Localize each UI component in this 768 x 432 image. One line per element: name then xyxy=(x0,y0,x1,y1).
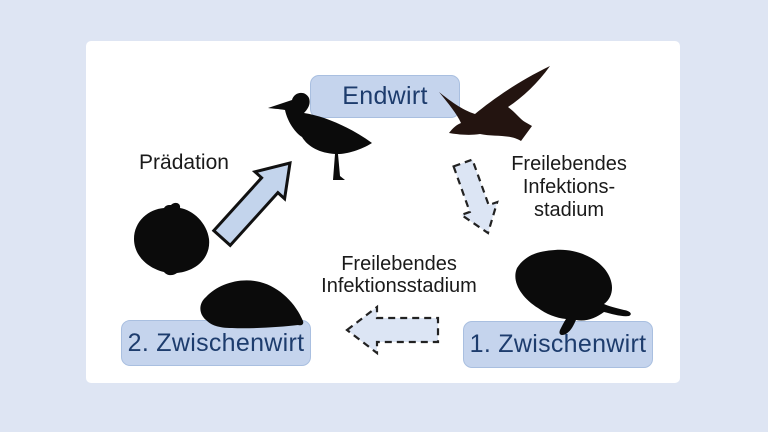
flying-gull-icon xyxy=(439,66,550,141)
mussel-icon xyxy=(200,280,304,329)
predation-label: Prädation xyxy=(130,152,238,174)
free-stage-right-line1: Freilebendes xyxy=(511,153,627,175)
node-endwirt-label: Endwirt xyxy=(342,82,428,110)
free-infection-stage-center-label: Freilebendes Infektionsstadium xyxy=(308,253,490,297)
snail-icon xyxy=(515,249,631,335)
infection-arrow-down xyxy=(452,158,499,235)
predation-label-text: Prädation xyxy=(139,151,229,174)
wading-bird-icon xyxy=(268,92,372,180)
node-endwirt: Endwirt xyxy=(310,75,460,118)
cockle-icon xyxy=(134,202,210,276)
free-infection-stage-right-label: Freilebendes Infektions- stadium xyxy=(500,153,638,222)
free-stage-center-line1: Freilebendes xyxy=(341,253,457,275)
infection-arrow-left xyxy=(345,304,440,356)
free-stage-right-line2: Infektions- xyxy=(522,176,616,198)
node-first-intermediate-host-label: 1. Zwischenwirt xyxy=(469,330,647,358)
node-second-intermediate-host-label: 2. Zwischenwirt xyxy=(127,328,305,357)
free-stage-center-line2: Infektionsstadium xyxy=(321,275,477,297)
predation-arrow xyxy=(211,160,292,248)
free-stage-right-line3: stadium xyxy=(533,199,605,221)
node-first-intermediate-host: 1. Zwischenwirt xyxy=(463,321,653,368)
